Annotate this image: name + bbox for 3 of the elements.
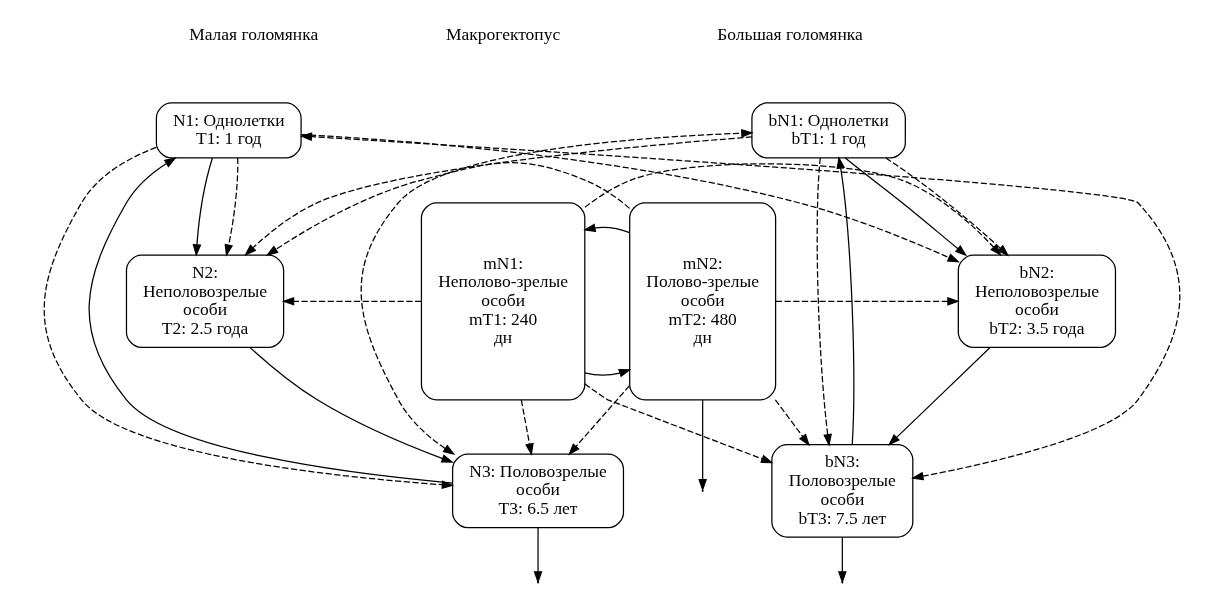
label: Малая голомянка [189, 24, 319, 45]
label: Макрогектопус [446, 24, 561, 45]
label: Большая голомянка [717, 24, 863, 45]
